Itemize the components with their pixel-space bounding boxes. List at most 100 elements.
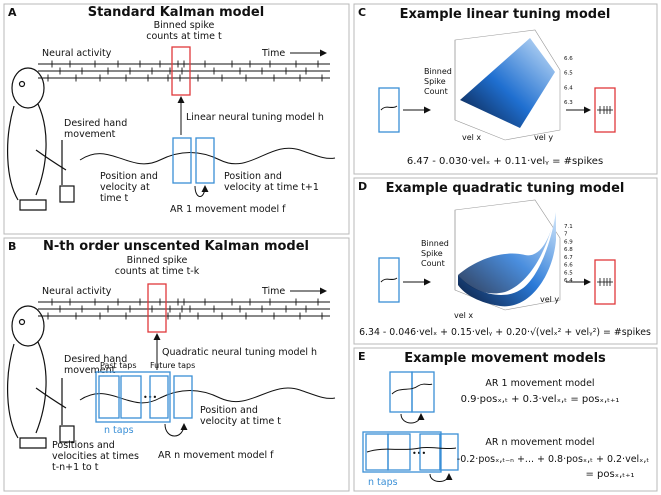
positions-3: t-n+1 to t bbox=[52, 462, 99, 473]
ellipsis: ••• bbox=[412, 449, 426, 458]
panel-title: Example movement models bbox=[404, 351, 606, 366]
binned-label-2: counts at time t bbox=[146, 31, 222, 42]
velx-label: vel x bbox=[462, 133, 481, 142]
panel-title: Example linear tuning model bbox=[400, 7, 611, 22]
panel-letter: D bbox=[358, 180, 367, 193]
vely-label: vel y bbox=[534, 133, 553, 142]
pos-t1-2: velocity at time t+1 bbox=[224, 182, 319, 193]
tuning-label: Linear neural tuning model h bbox=[186, 112, 324, 123]
ar1-trace bbox=[391, 383, 433, 395]
neural-activity-label: Neural activity bbox=[42, 286, 112, 297]
output-box bbox=[594, 259, 616, 305]
zlabel-1: Binned bbox=[421, 239, 449, 248]
zlabel-3: Count bbox=[424, 87, 448, 96]
panel-c: C Example linear tuning model Binned Spi… bbox=[353, 3, 658, 175]
z-tick-label: 6.4 bbox=[564, 278, 573, 284]
state-box-t bbox=[172, 137, 192, 184]
ar-label: AR 1 movement model f bbox=[170, 204, 286, 215]
arn-box-2 bbox=[387, 433, 411, 471]
panel-letter: E bbox=[358, 350, 366, 363]
tap-box-1 bbox=[98, 375, 120, 419]
ar1-arrow bbox=[400, 413, 425, 424]
arn-trace bbox=[366, 446, 457, 453]
surface-plot: 6.6 6.5 6.4 6.3 bbox=[454, 29, 573, 141]
spike-raster bbox=[38, 60, 330, 82]
arn-equation: -0.2·posₓ,ₜ₋ₙ +... + 0.8·posₓ,ₜ + 0.2·ve… bbox=[457, 454, 650, 465]
positions-2: velocities at times bbox=[52, 451, 139, 462]
binned-label-2: counts at time t-k bbox=[115, 266, 200, 277]
tap-box-n bbox=[149, 375, 169, 419]
pos-t-2: velocity at time t bbox=[200, 416, 281, 427]
panel-letter: C bbox=[358, 6, 366, 19]
spike-raster bbox=[38, 298, 330, 320]
monkey-icon bbox=[7, 305, 75, 449]
quadratic-surface bbox=[458, 212, 556, 307]
equation: 6.34 - 0.046·velₓ + 0.15·velᵧ + 0.20·√(v… bbox=[359, 327, 651, 338]
pos-t-3: time t bbox=[100, 193, 128, 204]
z-tick-label: 6.6 bbox=[564, 263, 573, 269]
zlabel-1: Binned bbox=[424, 67, 452, 76]
input-trace bbox=[380, 105, 398, 111]
panel-letter: B bbox=[8, 240, 16, 253]
tap-box-2 bbox=[120, 375, 142, 419]
n-taps-label: n taps bbox=[104, 425, 134, 436]
panel-title: Example quadratic tuning model bbox=[386, 181, 625, 196]
positions-1: Positions and bbox=[52, 440, 115, 451]
panel-title: N-th order unscented Kalman model bbox=[43, 239, 309, 254]
spike-count-box bbox=[171, 46, 191, 96]
binned-label-1: Binned spike bbox=[127, 255, 188, 266]
ar1-box-2 bbox=[411, 371, 435, 413]
output-spikes bbox=[597, 278, 613, 286]
pos-t1-1: Position and bbox=[224, 171, 282, 182]
desired-label-1: Desired hand bbox=[64, 354, 127, 365]
future-taps-label: Future taps bbox=[150, 361, 195, 370]
panel-letter: A bbox=[8, 6, 17, 19]
input-box bbox=[378, 257, 400, 303]
z-tick-label: 6.5 bbox=[564, 71, 573, 77]
ar1-equation: 0.9·posₓ,ₜ + 0.3·velₓ,ₜ = posₓ,ₜ₊₁ bbox=[461, 394, 620, 405]
ar-label: AR n movement model f bbox=[158, 450, 274, 461]
desired-label-1: Desired hand bbox=[64, 118, 127, 129]
input-trace bbox=[380, 277, 398, 283]
state-box-t1 bbox=[195, 137, 215, 184]
movement-trace bbox=[79, 147, 336, 165]
z-tick-label: 6.5 bbox=[564, 270, 573, 276]
time-label: Time bbox=[261, 286, 285, 297]
past-taps-label: Past taps bbox=[100, 361, 137, 370]
ar-arrow bbox=[164, 423, 188, 437]
zlabel-3: Count bbox=[421, 259, 445, 268]
zlabel-2: Spike bbox=[421, 249, 443, 258]
z-tick-label: 6.8 bbox=[564, 247, 573, 253]
binned-label-1: Binned spike bbox=[154, 20, 215, 31]
time-label: Time bbox=[261, 48, 285, 59]
desired-label-2: movement bbox=[64, 129, 116, 140]
panel-a: A Standard Kalman model Binned spike cou… bbox=[3, 3, 350, 235]
panel-d: D Example quadratic tuning model Binned … bbox=[353, 177, 658, 345]
ar1-title: AR 1 movement model bbox=[485, 378, 594, 389]
equation: 6.47 - 0.030·velₓ + 0.11·velᵧ = #spikes bbox=[407, 156, 603, 167]
z-tick-label: 6.6 bbox=[564, 56, 573, 62]
pos-t-1: Position and bbox=[100, 171, 158, 182]
ar-arrow bbox=[194, 185, 209, 197]
output-spikes bbox=[597, 106, 613, 114]
taps-group-box bbox=[95, 371, 171, 423]
panel-b: B N-th order unscented Kalman model Binn… bbox=[3, 237, 350, 492]
monkey-icon bbox=[7, 67, 75, 211]
z-tick-label: 6.7 bbox=[564, 255, 573, 261]
pos-t-1: Position and bbox=[200, 405, 258, 416]
zlabel-2: Spike bbox=[424, 77, 446, 86]
z-tick-label: 6.4 bbox=[564, 85, 573, 91]
arn-box-next bbox=[439, 433, 459, 471]
velx-label: vel x bbox=[454, 311, 473, 320]
surface-plot: 7.176.96.86.76.66.56.4 bbox=[454, 199, 573, 311]
desired-label-2: movement bbox=[64, 365, 116, 376]
z-tick-label: 6.9 bbox=[564, 239, 573, 245]
output-box bbox=[594, 87, 616, 133]
spike-count-box bbox=[147, 283, 167, 333]
n-taps-label: n taps bbox=[368, 477, 398, 488]
input-box bbox=[378, 87, 400, 133]
movement-trace bbox=[79, 387, 336, 404]
tuning-label: Quadratic neural tuning model h bbox=[162, 347, 317, 358]
z-tick-label: 6.3 bbox=[564, 100, 573, 106]
